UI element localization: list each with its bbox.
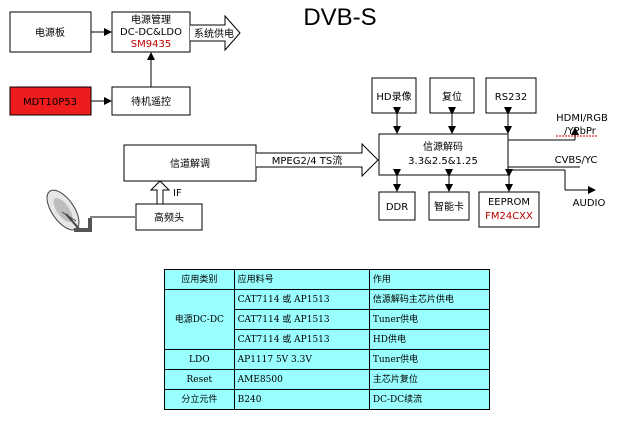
table-category-cell: LDO <box>164 349 235 370</box>
table-cell: CAT7114 或 AP1513 <box>233 329 370 350</box>
standby-label: 待机遥控 <box>131 95 171 108</box>
table-row: 分立元件 B240 DC-DC续流 <box>164 389 491 410</box>
eeprom-label: EEPROM <box>488 197 530 208</box>
eeprom-chip: FM24CXX <box>485 211 533 222</box>
ts-stream-arrow <box>256 142 379 178</box>
table-row: CAT7114 或 AP1513 HD供电 <box>165 329 491 350</box>
table-row: 电源DC-DC CAT7114 或 AP1513 信源解码主芯片供电 <box>164 289 491 350</box>
decoder-label-1: 信源解码 <box>423 140 463 153</box>
hdmi-label-2: /YPbPr <box>564 126 597 137</box>
satellite-dish-icon <box>46 189 92 232</box>
hd-record-label: HD录像 <box>376 91 411 103</box>
if-arrow <box>149 180 171 205</box>
table-header-cell: 应用料号 <box>233 269 370 290</box>
ddr-box <box>378 191 416 221</box>
channel-decode-box <box>123 144 257 182</box>
decoder-label-2: 3.3&2.5&1.25 <box>408 156 478 167</box>
if-label: IF <box>173 188 182 199</box>
power-board-box <box>9 11 92 53</box>
table-header-cell: 应用类别 <box>164 269 235 290</box>
table-cell: 主芯片复位 <box>368 369 491 390</box>
smart-card-box <box>428 191 470 221</box>
system-power-label: 系统供电 <box>194 27 234 40</box>
channel-decode-label: 信道解调 <box>170 157 210 170</box>
power-mgmt-label-1: 电源管理 <box>131 13 171 26</box>
mdt-label: MDT10P53 <box>23 97 77 108</box>
system-power-arrow <box>190 14 241 52</box>
table-row: LDO AP1117 5V 3.3V Tuner供电 <box>164 349 491 370</box>
table-cell: DC-DC续流 <box>368 389 491 410</box>
reset-label: 复位 <box>442 90 462 103</box>
diagram-title: DVB-S <box>303 4 376 31</box>
table-header-cell: 作用 <box>368 269 491 290</box>
table-category-cell: Reset <box>164 369 235 390</box>
table-row: CAT7114 或 AP1513 Tuner供电 <box>165 309 491 330</box>
table-category-cell: 电源DC-DC <box>164 289 235 350</box>
ts-stream-label: MPEG2/4 TS流 <box>272 154 342 167</box>
ddr-label: DDR <box>386 202 408 213</box>
table-cell: CAT7114 或 AP1513 <box>233 309 370 330</box>
table-row: Reset AME8500 主芯片复位 <box>164 369 491 390</box>
mdt-box <box>9 86 92 116</box>
power-mgmt-label-2: DC-DC&LDO <box>120 27 182 38</box>
hdmi-label-1: HDMI/RGB <box>556 113 608 124</box>
table-cell: Tuner供电 <box>368 349 491 370</box>
tuner-box <box>135 203 203 231</box>
table-cell: AP1117 5V 3.3V <box>233 349 370 370</box>
audio-label: AUDIO <box>573 198 606 209</box>
table-cell: AME8500 <box>233 369 370 390</box>
smart-card-label: 智能卡 <box>434 200 464 213</box>
table-category-cell: 分立元件 <box>164 389 235 410</box>
decoder-box <box>378 133 509 176</box>
table-cell: CAT7114 或 AP1513 <box>233 289 370 310</box>
table-cell: 信源解码主芯片供电 <box>368 289 491 310</box>
component-table: 应用类别 应用料号 作用 电源DC-DC CAT7114 或 AP1513 信源… <box>164 269 491 410</box>
table-cell: B240 <box>233 389 370 410</box>
table-cell: HD供电 <box>368 329 491 350</box>
eeprom-box <box>478 191 540 228</box>
table-header-row: 应用类别 应用料号 作用 <box>164 269 491 290</box>
rs232-label: RS232 <box>495 92 527 103</box>
power-board-label: 电源板 <box>35 26 65 39</box>
cvbs-label: CVBS/YC <box>555 155 598 166</box>
power-mgmt-chip: SM9435 <box>131 39 171 50</box>
tuner-label: 高频头 <box>154 211 184 224</box>
table-cell: Tuner供电 <box>368 309 491 330</box>
